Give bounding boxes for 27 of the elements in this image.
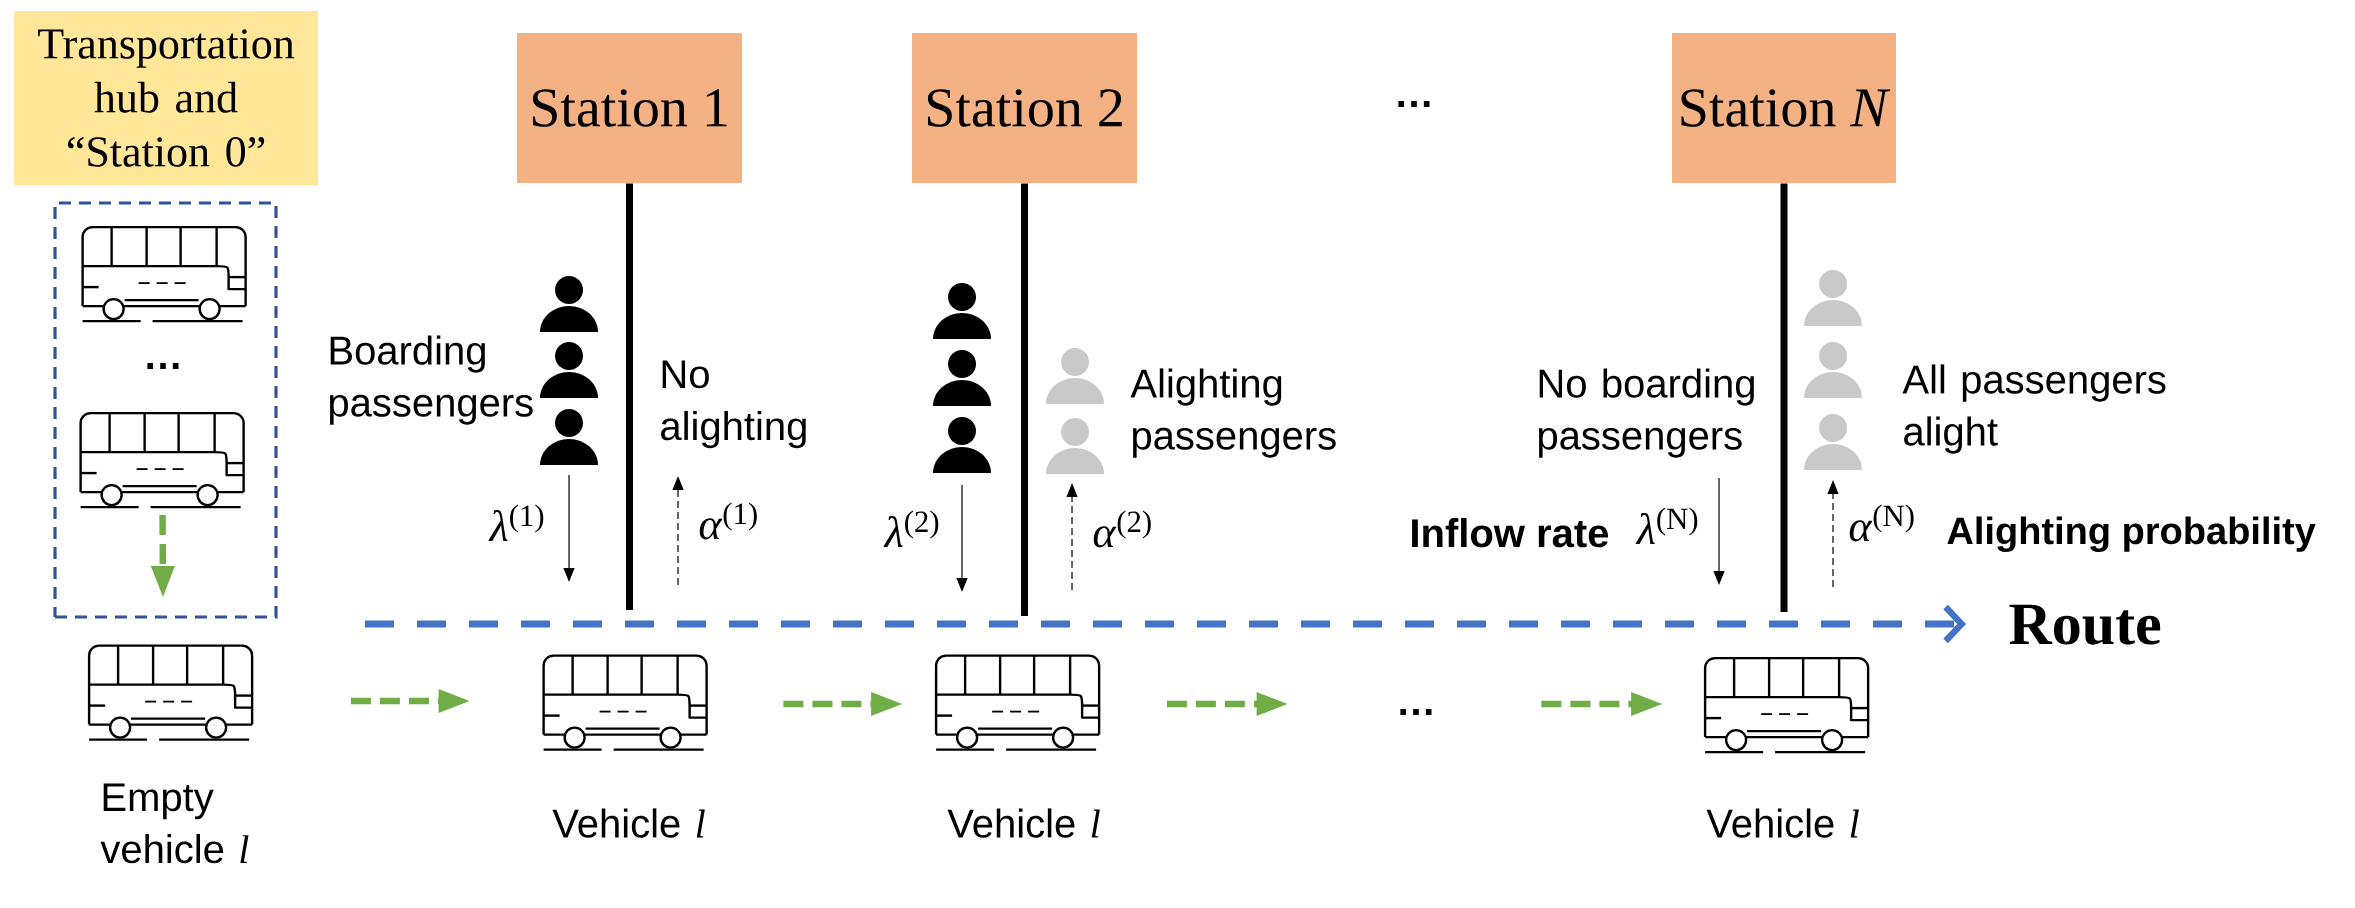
symbol-label: α$^{(2)}$ xyxy=(1093,510,1151,548)
symbol-label: α$^{(N)}$ xyxy=(1849,504,1914,542)
station-box: Station N xyxy=(1672,33,1896,183)
node-label: Vehicle l xyxy=(552,808,705,838)
bus-icon xyxy=(81,225,247,323)
term-label: Inflow rate xyxy=(1412,518,1609,548)
bus-icon xyxy=(79,411,245,509)
station-box: Station 1 xyxy=(517,33,742,183)
ellipsis: … xyxy=(147,363,179,369)
term-label: Alighting probability xyxy=(1947,516,2316,553)
symbol-label: λ$^{(1)}$ xyxy=(488,504,544,541)
symbol-label: α$^{(1)}$ xyxy=(699,502,757,540)
annotation: All passengers alight xyxy=(1902,364,2166,454)
symbol-label: λ$^{(2)}$ xyxy=(883,510,939,547)
ellipsis: … xyxy=(1398,101,1430,107)
annotation: No alighting xyxy=(661,360,806,449)
ellipsis: … xyxy=(1400,709,1432,715)
symbol-label: λ$^{(N)}$ xyxy=(1635,507,1698,544)
node-label: Empty vehicle l xyxy=(100,783,249,864)
route-label: Route xyxy=(2009,604,2161,645)
annotation: No boarding passengers xyxy=(1539,368,1754,458)
annotation: Alighting passengers xyxy=(1130,368,1336,458)
station-box: Station 2 xyxy=(912,33,1137,183)
node-label: Vehicle l xyxy=(1706,808,1859,838)
annotation: Boarding passengers xyxy=(330,335,533,425)
node-label: Vehicle l xyxy=(947,808,1100,838)
hub-box: Transportation hub and “Station 0” xyxy=(14,11,318,185)
